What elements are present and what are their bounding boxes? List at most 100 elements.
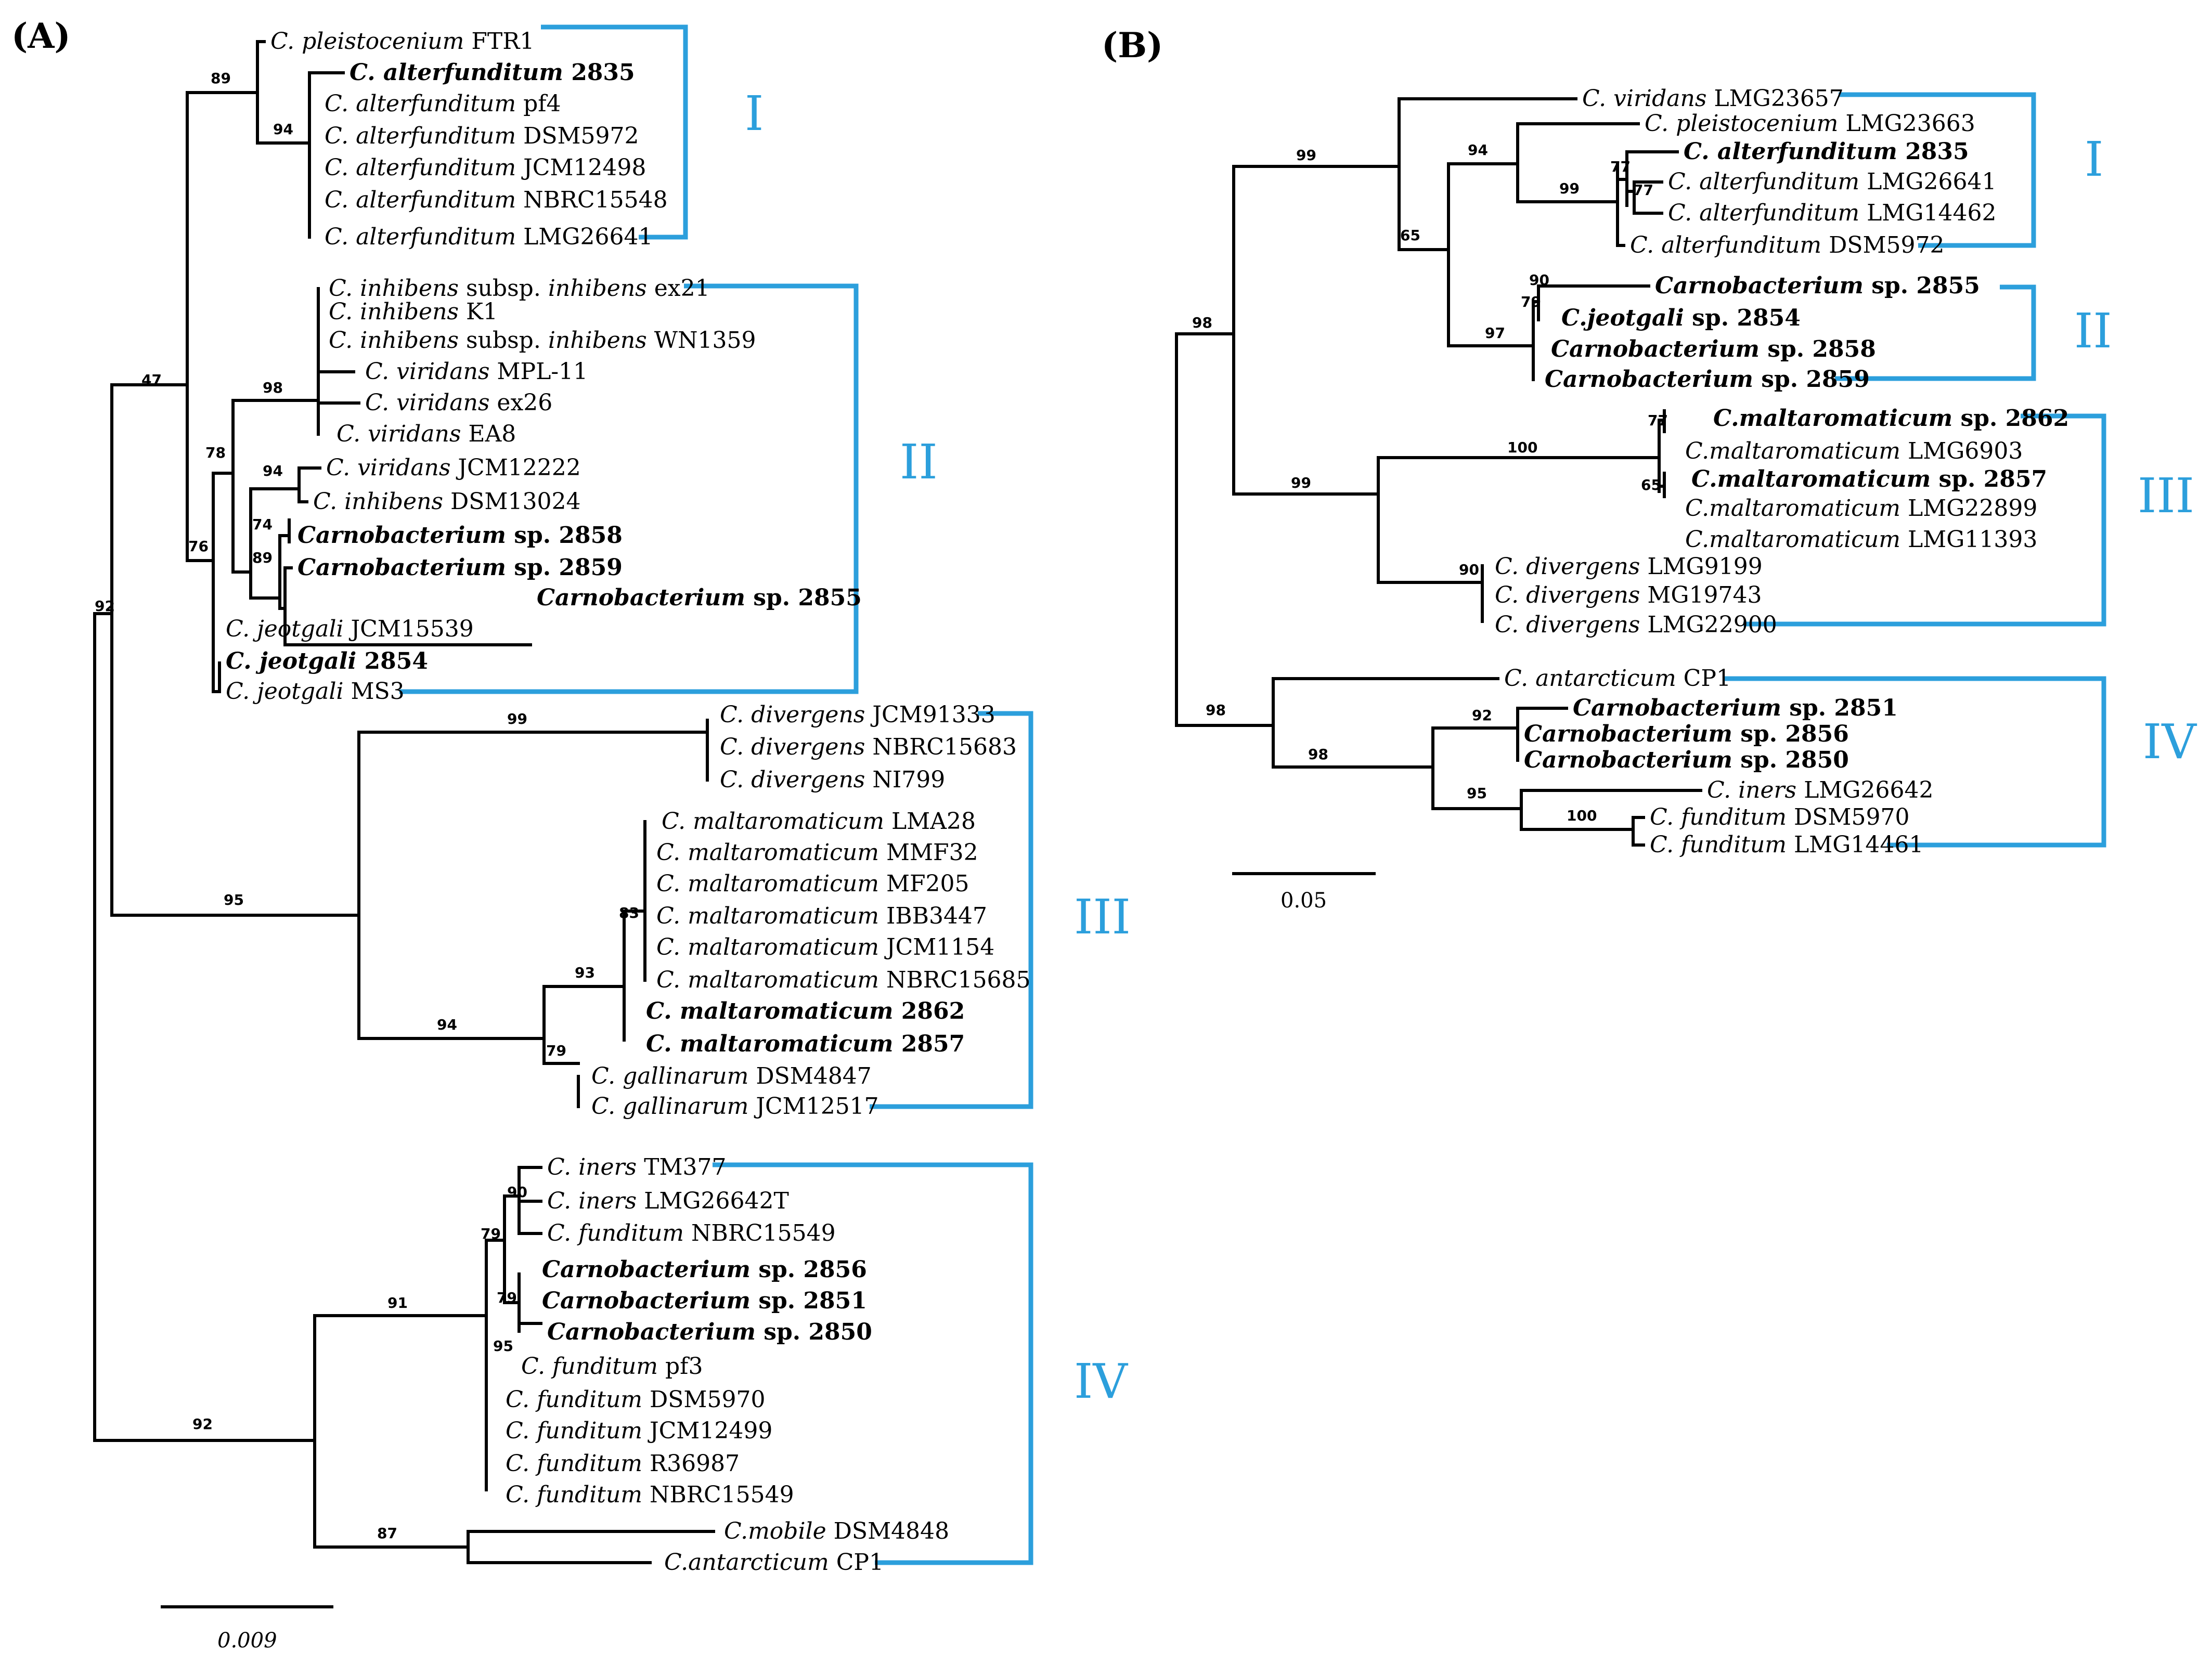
tree-a-support-22: 87 <box>377 1525 397 1542</box>
tree-b-support-2: 77 <box>1610 158 1631 175</box>
tree-b-support-15: 92 <box>1472 707 1492 724</box>
tree-a-leaf-24: C. maltaromaticum LMA28 <box>662 808 976 835</box>
tree-a-support-0: 89 <box>211 70 231 87</box>
tree-a-leaf-38: Carnobacterium sp. 2851 <box>542 1288 867 1314</box>
tree-a-leaf-39: Carnobacterium sp. 2850 <box>547 1319 872 1345</box>
tree-b-support-9: 98 <box>1192 314 1212 331</box>
tree-a-clade-label-4: IV <box>1074 1354 1128 1409</box>
tree-a-support-10: 99 <box>507 710 527 727</box>
tree-b-leaf-20: Carnobacterium sp. 2856 <box>1524 721 1849 747</box>
tree-a-leaf-26: C. maltaromaticum MF205 <box>656 871 969 897</box>
tree-b-leaf-0: C. viridans LMG23657 <box>1582 85 1844 112</box>
tree-a-support-12: 83 <box>619 904 639 921</box>
tree-b-leaf-15: C. divergens LMG9199 <box>1495 553 1763 580</box>
tree-b-leaf-9: Carnobacterium sp. 2859 <box>1545 366 1870 393</box>
tree-b-leaf-14: C.maltaromaticum LMG11393 <box>1685 526 2037 553</box>
tree-a-leaf-22: C. divergens NBRC15683 <box>720 734 1017 760</box>
tree-a-leaf-3: C. alterfunditum DSM5972 <box>325 123 639 149</box>
tree-a-leaf-46: C.antarcticum CP1 <box>664 1549 884 1576</box>
tree-b-support-5: 65 <box>1400 227 1420 244</box>
tree-a-clade-brackets <box>399 24 1033 1565</box>
tree-a-leaf-8: C. inhibens K1 <box>329 298 498 325</box>
tree-b-clade-label-2: II <box>2074 303 2112 359</box>
tree-a-support-4: 78 <box>205 444 226 461</box>
scale-label-b: 0.05 <box>1280 889 1327 913</box>
tree-a-leaf-16: Carnobacterium sp. 2859 <box>297 554 623 581</box>
tree-b-support-13: 90 <box>1459 561 1479 578</box>
tree-a-leaf-13: C. viridans JCM12222 <box>326 454 581 481</box>
tree-b-support-19: 98 <box>1206 701 1226 719</box>
tree-a-leaf-10: C. viridans MPL-11 <box>365 358 588 385</box>
tree-b-leaf-10: C.maltaromaticum sp. 2862 <box>1713 405 2069 432</box>
tree-a-leaf-6: C. alterfunditum LMG26641 <box>325 224 653 250</box>
tree-a-support-11: 95 <box>224 891 244 908</box>
tree-b-support-3: 77 <box>1633 181 1653 199</box>
tree-a-support-7: 89 <box>252 549 273 566</box>
tree-a-leaf-44: C. funditum NBRC15549 <box>506 1482 794 1508</box>
tree-a-leaf-29: C. maltaromaticum NBRC15685 <box>656 967 1031 993</box>
tree-a-leaf-1: C. alterfunditum 2835 <box>350 59 635 86</box>
tree-b-support-8: 97 <box>1485 324 1505 342</box>
tree-a-leaf-25: C. maltaromaticum MMF32 <box>656 839 978 866</box>
tree-b-leaf-18: C. antarcticum CP1 <box>1504 665 1731 692</box>
tree-a-support-3: 98 <box>263 379 283 396</box>
tree-b-leaf-21: Carnobacterium sp. 2850 <box>1524 747 1849 773</box>
tree-a-branches <box>93 40 715 1564</box>
tree-b-leaf-7: C.jeotgali sp. 2854 <box>1561 305 1801 331</box>
tree-a-support-17: 79 <box>481 1225 501 1242</box>
tree-a-support-2: 47 <box>141 371 162 388</box>
panel-label-a: (A) <box>11 16 71 56</box>
tree-a-leaf-9: C. inhibens subsp. inhibens WN1359 <box>329 327 756 354</box>
tree-a-support-5: 94 <box>263 462 283 479</box>
tree-b-leaf-17: C. divergens LMG22900 <box>1495 612 1777 638</box>
tree-a-leaf-15: Carnobacterium sp. 2858 <box>297 522 623 549</box>
tree-b-leaf-8: Carnobacterium sp. 2858 <box>1551 336 1876 362</box>
tree-a-leaf-32: C. gallinarum DSM4847 <box>591 1063 872 1089</box>
tree-b-clade-label-4: IV <box>2143 714 2197 770</box>
tree-b-support-1: 94 <box>1468 141 1488 159</box>
tree-b-support-0: 99 <box>1296 147 1316 164</box>
tree-b-support-4: 99 <box>1559 180 1580 197</box>
tree-b-clade-label-3: III <box>2138 468 2194 524</box>
tree-a-support-9: 92 <box>95 597 115 615</box>
tree-a-support-18: 79 <box>497 1289 517 1306</box>
tree-b-leaf-22: C. iners LMG26642 <box>1707 777 1934 803</box>
tree-b-leaf-11: C.maltaromaticum LMG6903 <box>1685 438 2023 464</box>
tree-b-support-14: 99 <box>1291 474 1311 491</box>
tree-b-leaf-24: C. funditum LMG14461 <box>1650 832 1923 858</box>
tree-a-leaf-20: C. jeotgali MS3 <box>226 678 405 705</box>
tree-a-leaf-14: C. inhibens DSM13024 <box>313 488 580 515</box>
tree-a-support-19: 95 <box>493 1337 513 1355</box>
tree-a-leaf-27: C. maltaromaticum IBB3447 <box>656 903 987 929</box>
tree-a-support-6: 74 <box>252 516 273 533</box>
tree-a-leaf-42: C. funditum JCM12499 <box>506 1418 772 1444</box>
tree-a-leaf-17: Carnobacterium sp. 2855 <box>537 584 862 611</box>
tree-a-leaf-4: C. alterfunditum JCM12498 <box>325 154 646 181</box>
tree-a-support-16: 90 <box>507 1184 527 1201</box>
tree-a-support-1: 94 <box>273 121 293 138</box>
tree-b-leaf-4: C. alterfunditum LMG14462 <box>1668 200 1996 226</box>
tree-b-support-7: 79 <box>1521 293 1541 310</box>
tree-b-support-10: 100 <box>1507 439 1537 456</box>
tree-a-leaf-37: Carnobacterium sp. 2856 <box>542 1256 867 1283</box>
tree-a-leaf-18: C. jeotgali JCM15539 <box>226 616 474 642</box>
tree-a-leaf-40: C. funditum pf3 <box>521 1353 703 1380</box>
tree-b-leaf-23: C. funditum DSM5970 <box>1650 804 1909 830</box>
tree-b-support-6: 90 <box>1529 271 1549 289</box>
tree-a-leaf-23: C. divergens NI799 <box>720 766 945 793</box>
tree-a-support-14: 94 <box>437 1016 457 1033</box>
tree-a-leaf-34: C. iners TM377 <box>547 1154 727 1180</box>
tree-a-leaf-36: C. funditum NBRC15549 <box>547 1220 836 1246</box>
tree-b-support-18: 100 <box>1567 807 1597 824</box>
tree-b-leaf-5: C. alterfunditum DSM5972 <box>1630 232 1945 258</box>
tree-a-support-13: 93 <box>575 964 595 981</box>
tree-b-leaf-3: C. alterfunditum LMG26641 <box>1668 168 1996 195</box>
scale-label-a: 0.009 <box>217 1629 277 1653</box>
panel-label-b: (B) <box>1102 25 1163 66</box>
tree-a-clade-label-1: I <box>745 86 764 141</box>
tree-a-leaf-12: C. viridans EA8 <box>337 421 516 447</box>
